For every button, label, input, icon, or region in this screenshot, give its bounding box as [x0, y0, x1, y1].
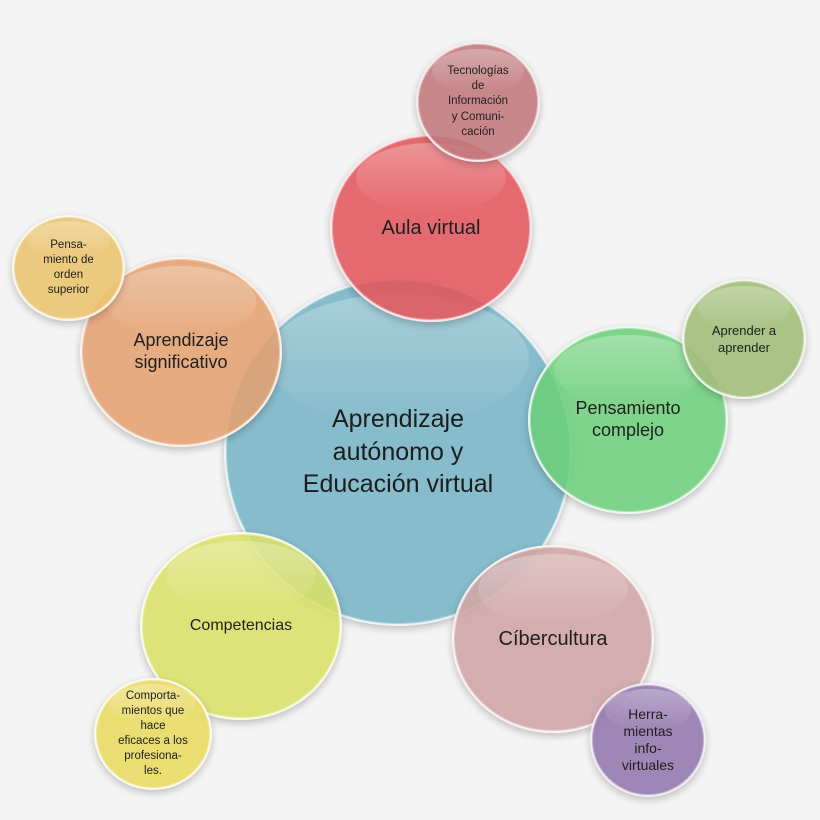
bubble-gloss — [553, 335, 703, 406]
satellite-label: Comporta- mientos que hace eficaces a lo… — [118, 690, 188, 777]
satellite-bubble-comportamientos: Comporta- mientos que hace eficaces a lo… — [94, 678, 212, 790]
bubble-aula-virtual: Aula virtual — [330, 134, 532, 322]
center-bubble-label: Aprendizaje autónomo y Educación virtual — [302, 405, 494, 499]
satellite-label: Pensa- miento de orden superior — [43, 238, 94, 297]
satellite-label: Aprender a aprender — [711, 322, 777, 355]
satellite-bubble-pensamiento-orden-superior: Pensa- miento de orden superior — [12, 215, 125, 321]
bubble-gloss — [165, 541, 317, 612]
satellite-label: Tecnologías de Información y Comuni- cac… — [447, 65, 509, 138]
bubble-label: Aprendizaje significativo — [133, 330, 229, 372]
bubble-label: Pensamiento complejo — [575, 398, 681, 440]
bubble-gloss — [477, 554, 629, 625]
bubble-label: Competencias — [189, 617, 293, 635]
satellite-bubble-aprender-a-aprender: Aprender a aprender — [682, 279, 806, 399]
satellite-bubble-tecnologias: Tecnologías de Información y Comuni- cac… — [416, 42, 540, 162]
satellite-bubble-herramientas-infovirtuales: Herra- mientas info- virtuales — [590, 683, 706, 797]
bubble-label: Aula virtual — [381, 216, 481, 239]
bubble-gloss — [105, 266, 257, 338]
bubble-label: Cíbercultura — [498, 627, 608, 650]
satellite-label: Herra- mientas info- virtuales — [621, 705, 675, 774]
